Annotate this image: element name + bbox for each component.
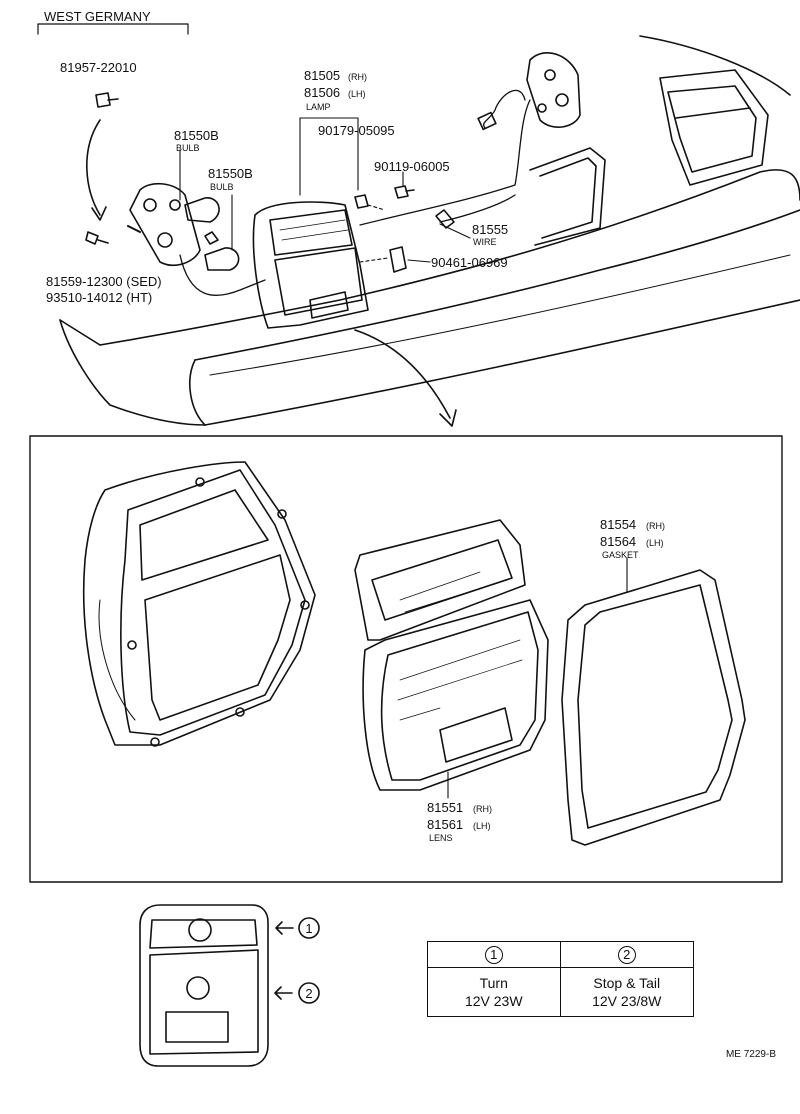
- callout-wire-word: WIRE: [473, 237, 497, 247]
- spec-2: 12V 23/8W: [592, 993, 662, 1009]
- screw-side: [85, 231, 109, 245]
- callout-bulb-2: 81550B: [208, 166, 253, 181]
- region-bracket: [37, 23, 189, 35]
- callout-clip: 90461-06969: [431, 255, 508, 270]
- arrow-screw-down: [86, 119, 107, 221]
- marker-label-2: 2: [305, 986, 312, 1001]
- car-body-outline: [59, 35, 800, 426]
- lamp-housing-detail: [82, 461, 316, 747]
- nut-part: [354, 194, 369, 209]
- spec-1: 12V 23W: [464, 993, 523, 1009]
- bolt-part: [394, 185, 415, 199]
- callout-lamp-lh: 81506: [304, 85, 340, 100]
- region-label: WEST GERMANY: [44, 9, 151, 24]
- bulb-spec-table: 1 2 Turn 12V 23W Stop & Tail 12V 23/8W: [427, 941, 694, 1017]
- head-circle-1: 1: [484, 945, 503, 964]
- callout-bulb-1: 81550B: [174, 128, 219, 143]
- detail-frame: [29, 435, 783, 883]
- head-circle-2: 2: [617, 945, 636, 964]
- callout-screw-top: 81957-22010: [60, 60, 137, 75]
- wire-harness: [179, 89, 531, 297]
- function-1: Turn: [479, 975, 508, 991]
- screw-top: [95, 92, 119, 108]
- socket-assembly-right: [526, 51, 581, 128]
- table-head-2: 2: [560, 942, 693, 968]
- callout-lamp-lh-tag: (LH): [348, 89, 366, 99]
- socket-assembly-left: [127, 182, 201, 266]
- leader-lines-detail: [447, 557, 628, 799]
- callout-lens-word: LENS: [429, 833, 453, 843]
- callout-gasket-lh: 81564: [600, 534, 636, 549]
- callout-lamp-word: LAMP: [306, 102, 331, 112]
- marker-arrow-1: [275, 921, 294, 935]
- table-cell-2: Stop & Tail 12V 23/8W: [561, 968, 694, 1016]
- bulb-lower: [204, 247, 240, 271]
- leader-lines-upper: [179, 117, 471, 263]
- callout-bolt: 90119-06005: [374, 159, 450, 174]
- table-head-1: 1: [428, 942, 561, 968]
- callout-screw-sed: 81559-12300 (SED): [46, 274, 162, 289]
- callout-lens-lh-tag: (LH): [473, 821, 491, 831]
- callout-gasket-rh-tag: (RH): [646, 521, 665, 531]
- callout-gasket-lh-tag: (LH): [646, 538, 664, 548]
- callout-nut: 90179-05095: [318, 123, 395, 138]
- callout-gasket-rh: 81554: [600, 517, 636, 532]
- callout-lamp-rh-tag: (RH): [348, 72, 367, 82]
- callout-wire: 81555: [472, 222, 508, 237]
- callout-lamp-rh: 81505: [304, 68, 340, 83]
- lens-detail: [354, 519, 549, 791]
- marker-circle-2: [298, 982, 320, 1004]
- callout-gasket-word: GASKET: [602, 550, 639, 560]
- marker-arrow-2: [274, 986, 293, 1000]
- arrow-to-detail: [354, 329, 457, 427]
- figure-reference: ME 7229-B: [725, 1049, 776, 1060]
- callout-bulb-1-word: BULB: [176, 143, 200, 153]
- function-2: Stop & Tail: [593, 975, 661, 991]
- callout-lens-lh: 81561: [427, 817, 463, 832]
- table-cell-1: Turn 12V 23W: [428, 968, 561, 1016]
- callout-lens-rh: 81551: [427, 800, 463, 815]
- lamp-assembly: [252, 201, 369, 329]
- callout-lens-rh-tag: (RH): [473, 804, 492, 814]
- callout-bulb-2-word: BULB: [210, 182, 234, 192]
- bulb-position-diagram: [139, 904, 269, 1067]
- gasket-detail: [561, 569, 746, 846]
- clip-part: [389, 246, 407, 273]
- marker-label-1: 1: [305, 921, 312, 936]
- callout-screw-ht: 93510-14012 (HT): [46, 290, 152, 305]
- marker-circle-1: [298, 917, 320, 939]
- bulb-upper: [184, 197, 220, 245]
